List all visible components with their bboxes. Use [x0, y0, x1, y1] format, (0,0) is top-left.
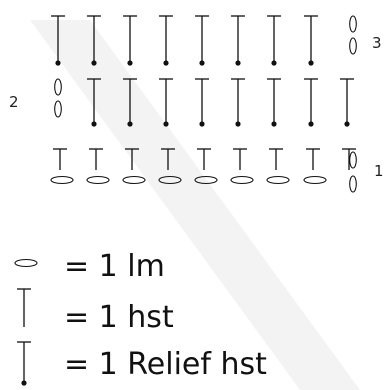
row-2-relief-hst — [267, 78, 281, 127]
foundation-chain — [122, 175, 146, 185]
foundation-chain — [158, 175, 182, 185]
legend-symbols — [14, 258, 38, 386]
row-3-chain — [349, 15, 357, 33]
row-1-hst — [161, 148, 175, 170]
row-3-relief-hst — [123, 15, 137, 66]
watermark-band — [30, 20, 360, 390]
row-1-chain — [349, 151, 357, 169]
row-label-1: 1 — [374, 162, 384, 180]
row-1-hst — [53, 148, 67, 170]
row-2-relief-hst — [123, 78, 137, 127]
row-2-relief-hst — [159, 78, 173, 127]
row-1-hst — [197, 148, 211, 170]
row-2-stitches — [54, 78, 354, 127]
foundation-chain — [266, 175, 290, 185]
legend-chain-icon — [14, 258, 38, 268]
row-2-relief-hst — [304, 78, 318, 127]
legend-relief-hst-label: = 1 Relief hst — [64, 347, 267, 382]
row-3-relief-hst — [87, 15, 101, 66]
foundation-chain — [194, 175, 218, 185]
row-3-relief-hst — [51, 15, 65, 66]
row-3-relief-hst — [267, 15, 281, 66]
foundation-chain — [230, 175, 254, 185]
row-1-chain — [349, 175, 357, 193]
legend-relief-hst-icon — [17, 341, 31, 386]
row-1-hst — [89, 148, 103, 170]
legend-hst-icon — [17, 288, 31, 327]
row-1-hst — [125, 148, 139, 170]
foundation-chain — [50, 175, 74, 185]
row-2-relief-hst — [340, 78, 354, 127]
row-2-relief-hst — [87, 78, 101, 127]
foundation-chain — [303, 175, 327, 185]
row-3-chain — [349, 37, 357, 55]
row-1-hst — [342, 148, 356, 170]
legend-chain-label: = 1 lm — [64, 249, 165, 284]
row-label-3: 3 — [372, 34, 382, 52]
row-1-hst — [306, 148, 320, 170]
row-2-chain — [54, 78, 62, 96]
row-3-relief-hst — [195, 15, 209, 66]
foundation-chain — [86, 175, 110, 185]
row-label-2: 2 — [9, 93, 19, 111]
row-3-relief-hst — [159, 15, 173, 66]
row-3-relief-hst — [304, 15, 318, 66]
row-3-relief-hst — [231, 15, 245, 66]
row-2-chain — [54, 100, 62, 118]
row-2-relief-hst — [195, 78, 209, 127]
row-1-hst — [233, 148, 247, 170]
row-3-stitches — [51, 15, 357, 66]
row-1-stitches — [50, 148, 357, 193]
row-1-hst — [269, 148, 283, 170]
row-2-relief-hst — [231, 78, 245, 127]
legend-hst-label: = 1 hst — [64, 300, 174, 335]
